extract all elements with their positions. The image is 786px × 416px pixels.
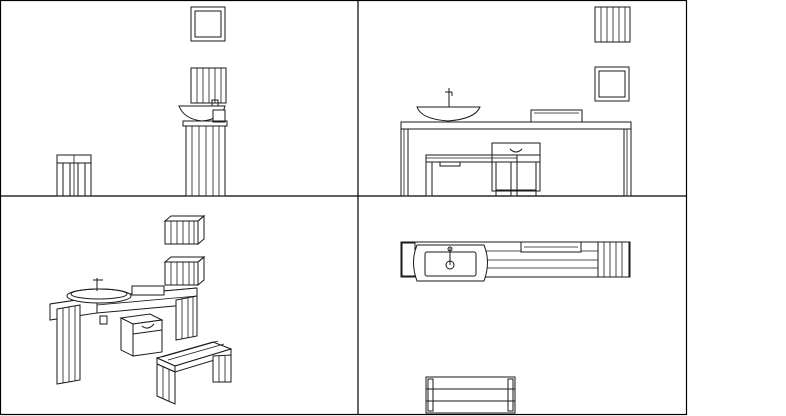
slat-shelf-plan [597, 241, 630, 278]
isometric-view-panel [49, 214, 233, 405]
slat-shelf-front [594, 6, 631, 43]
front-view-panel [400, 6, 632, 197]
cabinet-front [491, 142, 541, 196]
crate-shelf-iso-upper [163, 214, 206, 246]
panel-grid [0, 0, 688, 416]
mirror-square-front [594, 66, 630, 102]
cabinet-iso [99, 313, 164, 357]
counter-box-plan [520, 241, 582, 253]
vessel-sink-iso [66, 278, 165, 304]
slat-shelf-side [190, 67, 227, 104]
counter-front [400, 121, 632, 197]
mirror-square-side [190, 6, 226, 42]
vanity-side [178, 99, 228, 197]
vessel-sink-front [416, 88, 481, 122]
bench-iso [155, 340, 233, 405]
top-view-panel [400, 241, 631, 414]
counter-box-front [530, 109, 583, 123]
sink-plan [413, 244, 488, 282]
side-view-panel [56, 6, 228, 197]
bench-side [56, 154, 92, 197]
bench-plan [425, 376, 516, 414]
crate-shelf-iso-lower [163, 255, 206, 287]
